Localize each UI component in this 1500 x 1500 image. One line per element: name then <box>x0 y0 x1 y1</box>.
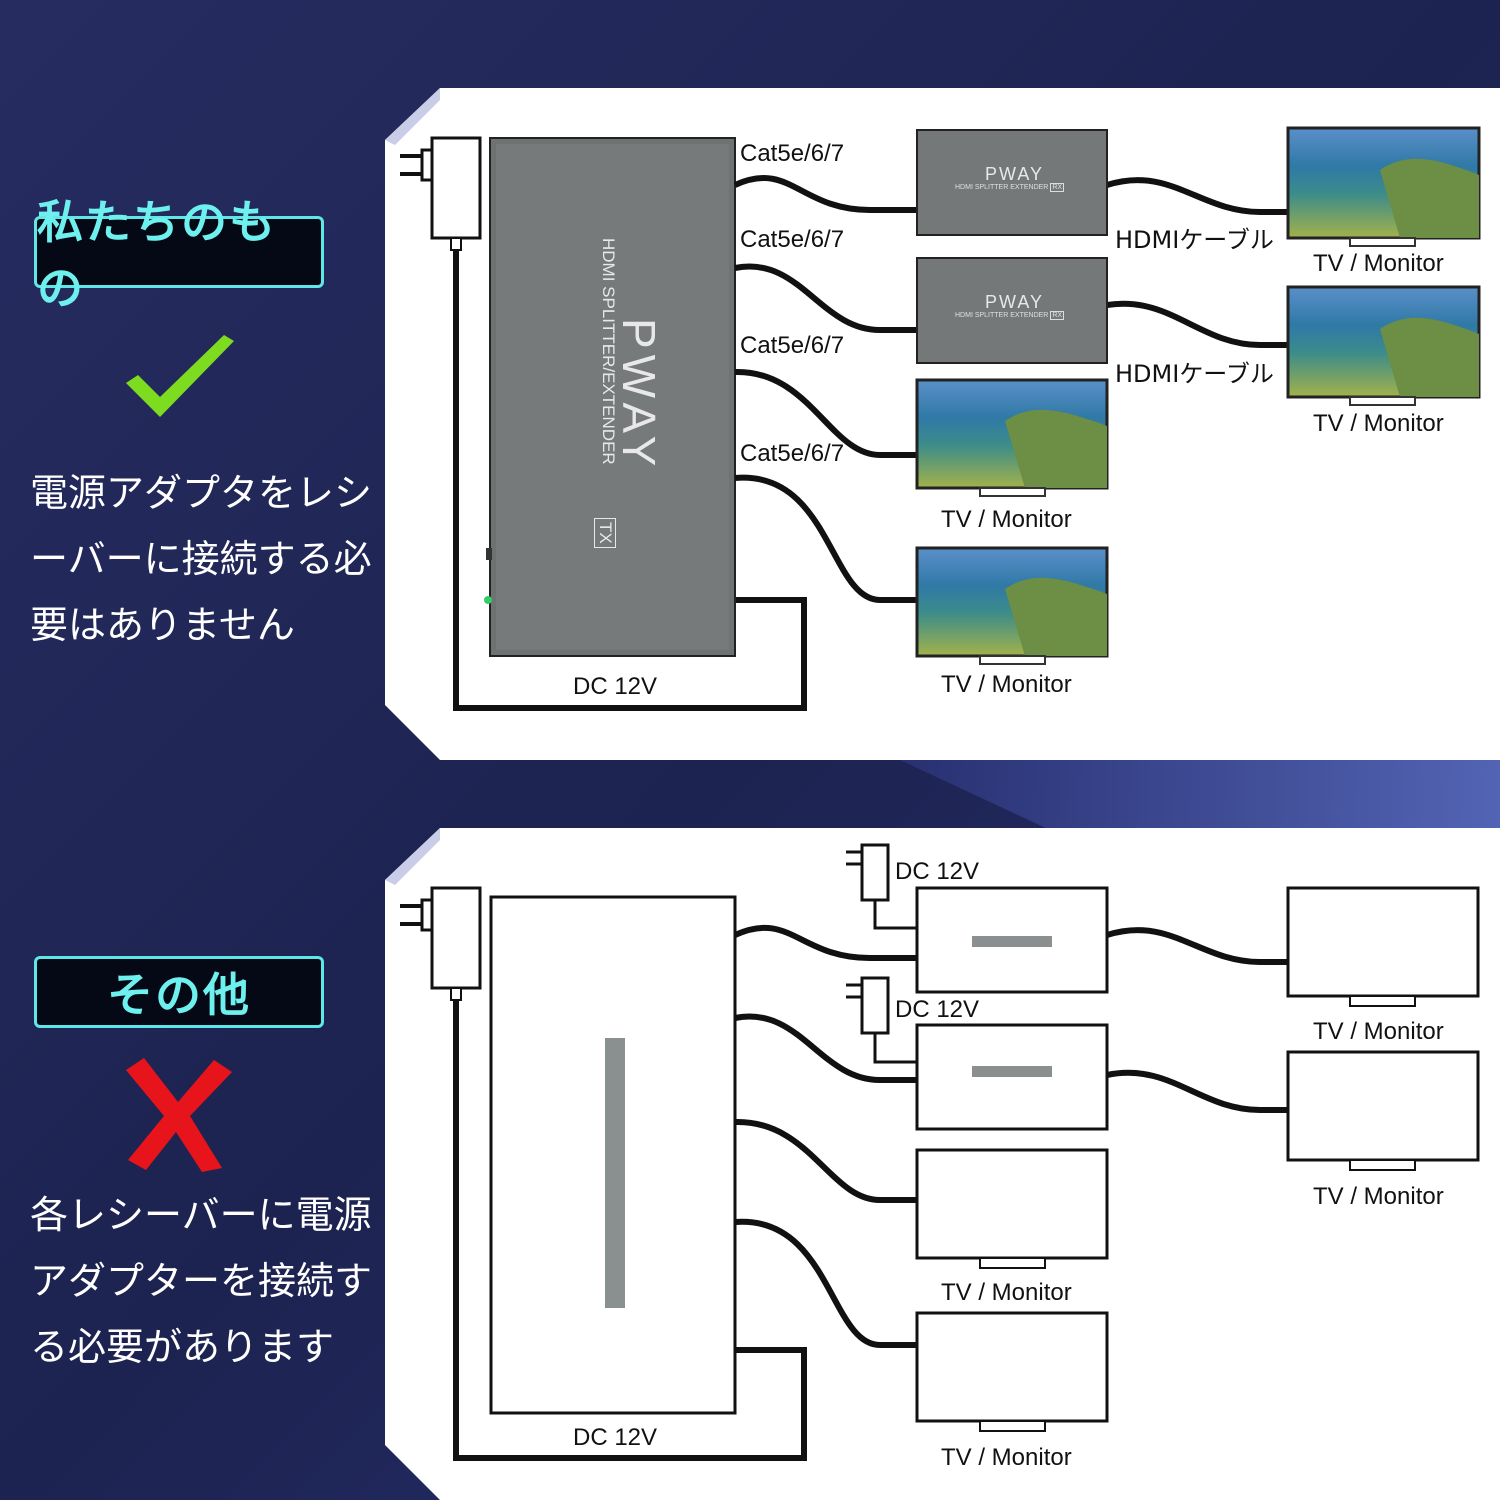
dc-power-label: DC 12V <box>573 673 658 700</box>
tv-label: TV / Monitor <box>1313 1018 1444 1045</box>
rx-power-label: DC 12V <box>895 996 980 1023</box>
tv-label: TV / Monitor <box>941 1279 1072 1306</box>
tv-label: TV / Monitor <box>1313 410 1444 437</box>
power-adapter-icon <box>846 843 917 930</box>
tv-label: TV / Monitor <box>1313 1183 1444 1210</box>
cable-label: Cat5e/6/7 <box>740 140 845 167</box>
power-adapter-icon <box>400 886 482 1001</box>
tv-label: TV / Monitor <box>941 1444 1072 1471</box>
hdmi-cable-label: HDMIケーブル <box>1115 226 1274 254</box>
rx-model: HDMI SPLITTER EXTENDER RX <box>955 183 1065 192</box>
power-adapter-icon <box>400 136 482 251</box>
rx-brand: PWAY <box>985 292 1045 312</box>
rx-power-label: DC 12V <box>895 858 980 885</box>
tv-monitor-icon <box>1286 126 1481 247</box>
power-adapter-icon <box>846 976 917 1064</box>
tv-monitor-icon <box>1286 285 1481 406</box>
top-description: 電源アダプタをレシ ーバーに接続する必 要はありません <box>30 471 373 647</box>
dc-power-label: DC 12V <box>573 1424 658 1451</box>
others-badge: その他 <box>34 956 324 1028</box>
rx-unit <box>916 257 1108 364</box>
bottom-description: 各レシーバーに電源 アダプターを接続す る必要があります <box>30 1193 373 1369</box>
rx-unit-outline <box>915 1023 1109 1131</box>
check-mark-icon <box>126 335 234 417</box>
tv-label: TV / Monitor <box>1313 250 1444 277</box>
rx-brand: PWAY <box>985 164 1045 184</box>
tv-monitor-outline-icon <box>915 1148 1109 1269</box>
rx-unit-outline <box>915 886 1109 994</box>
hdmi-cable-label: HDMIケーブル <box>1115 360 1274 388</box>
tv-label: TV / Monitor <box>941 671 1072 698</box>
tv-monitor-outline-icon <box>915 1311 1109 1432</box>
rx-model: HDMI SPLITTER EXTENDER RX <box>955 311 1065 320</box>
cross-mark-icon <box>126 1058 232 1172</box>
tv-label: TV / Monitor <box>941 506 1072 533</box>
cable-label: Cat5e/6/7 <box>740 226 845 253</box>
tv-monitor-icon <box>915 546 1109 665</box>
tv-monitor-outline-icon <box>1286 1050 1480 1171</box>
tv-monitor-icon <box>915 378 1109 497</box>
rx-unit <box>916 129 1108 236</box>
tv-monitor-outline-icon <box>1286 886 1480 1007</box>
cable-label: Cat5e/6/7 <box>740 440 845 467</box>
cable-label: Cat5e/6/7 <box>740 332 845 359</box>
